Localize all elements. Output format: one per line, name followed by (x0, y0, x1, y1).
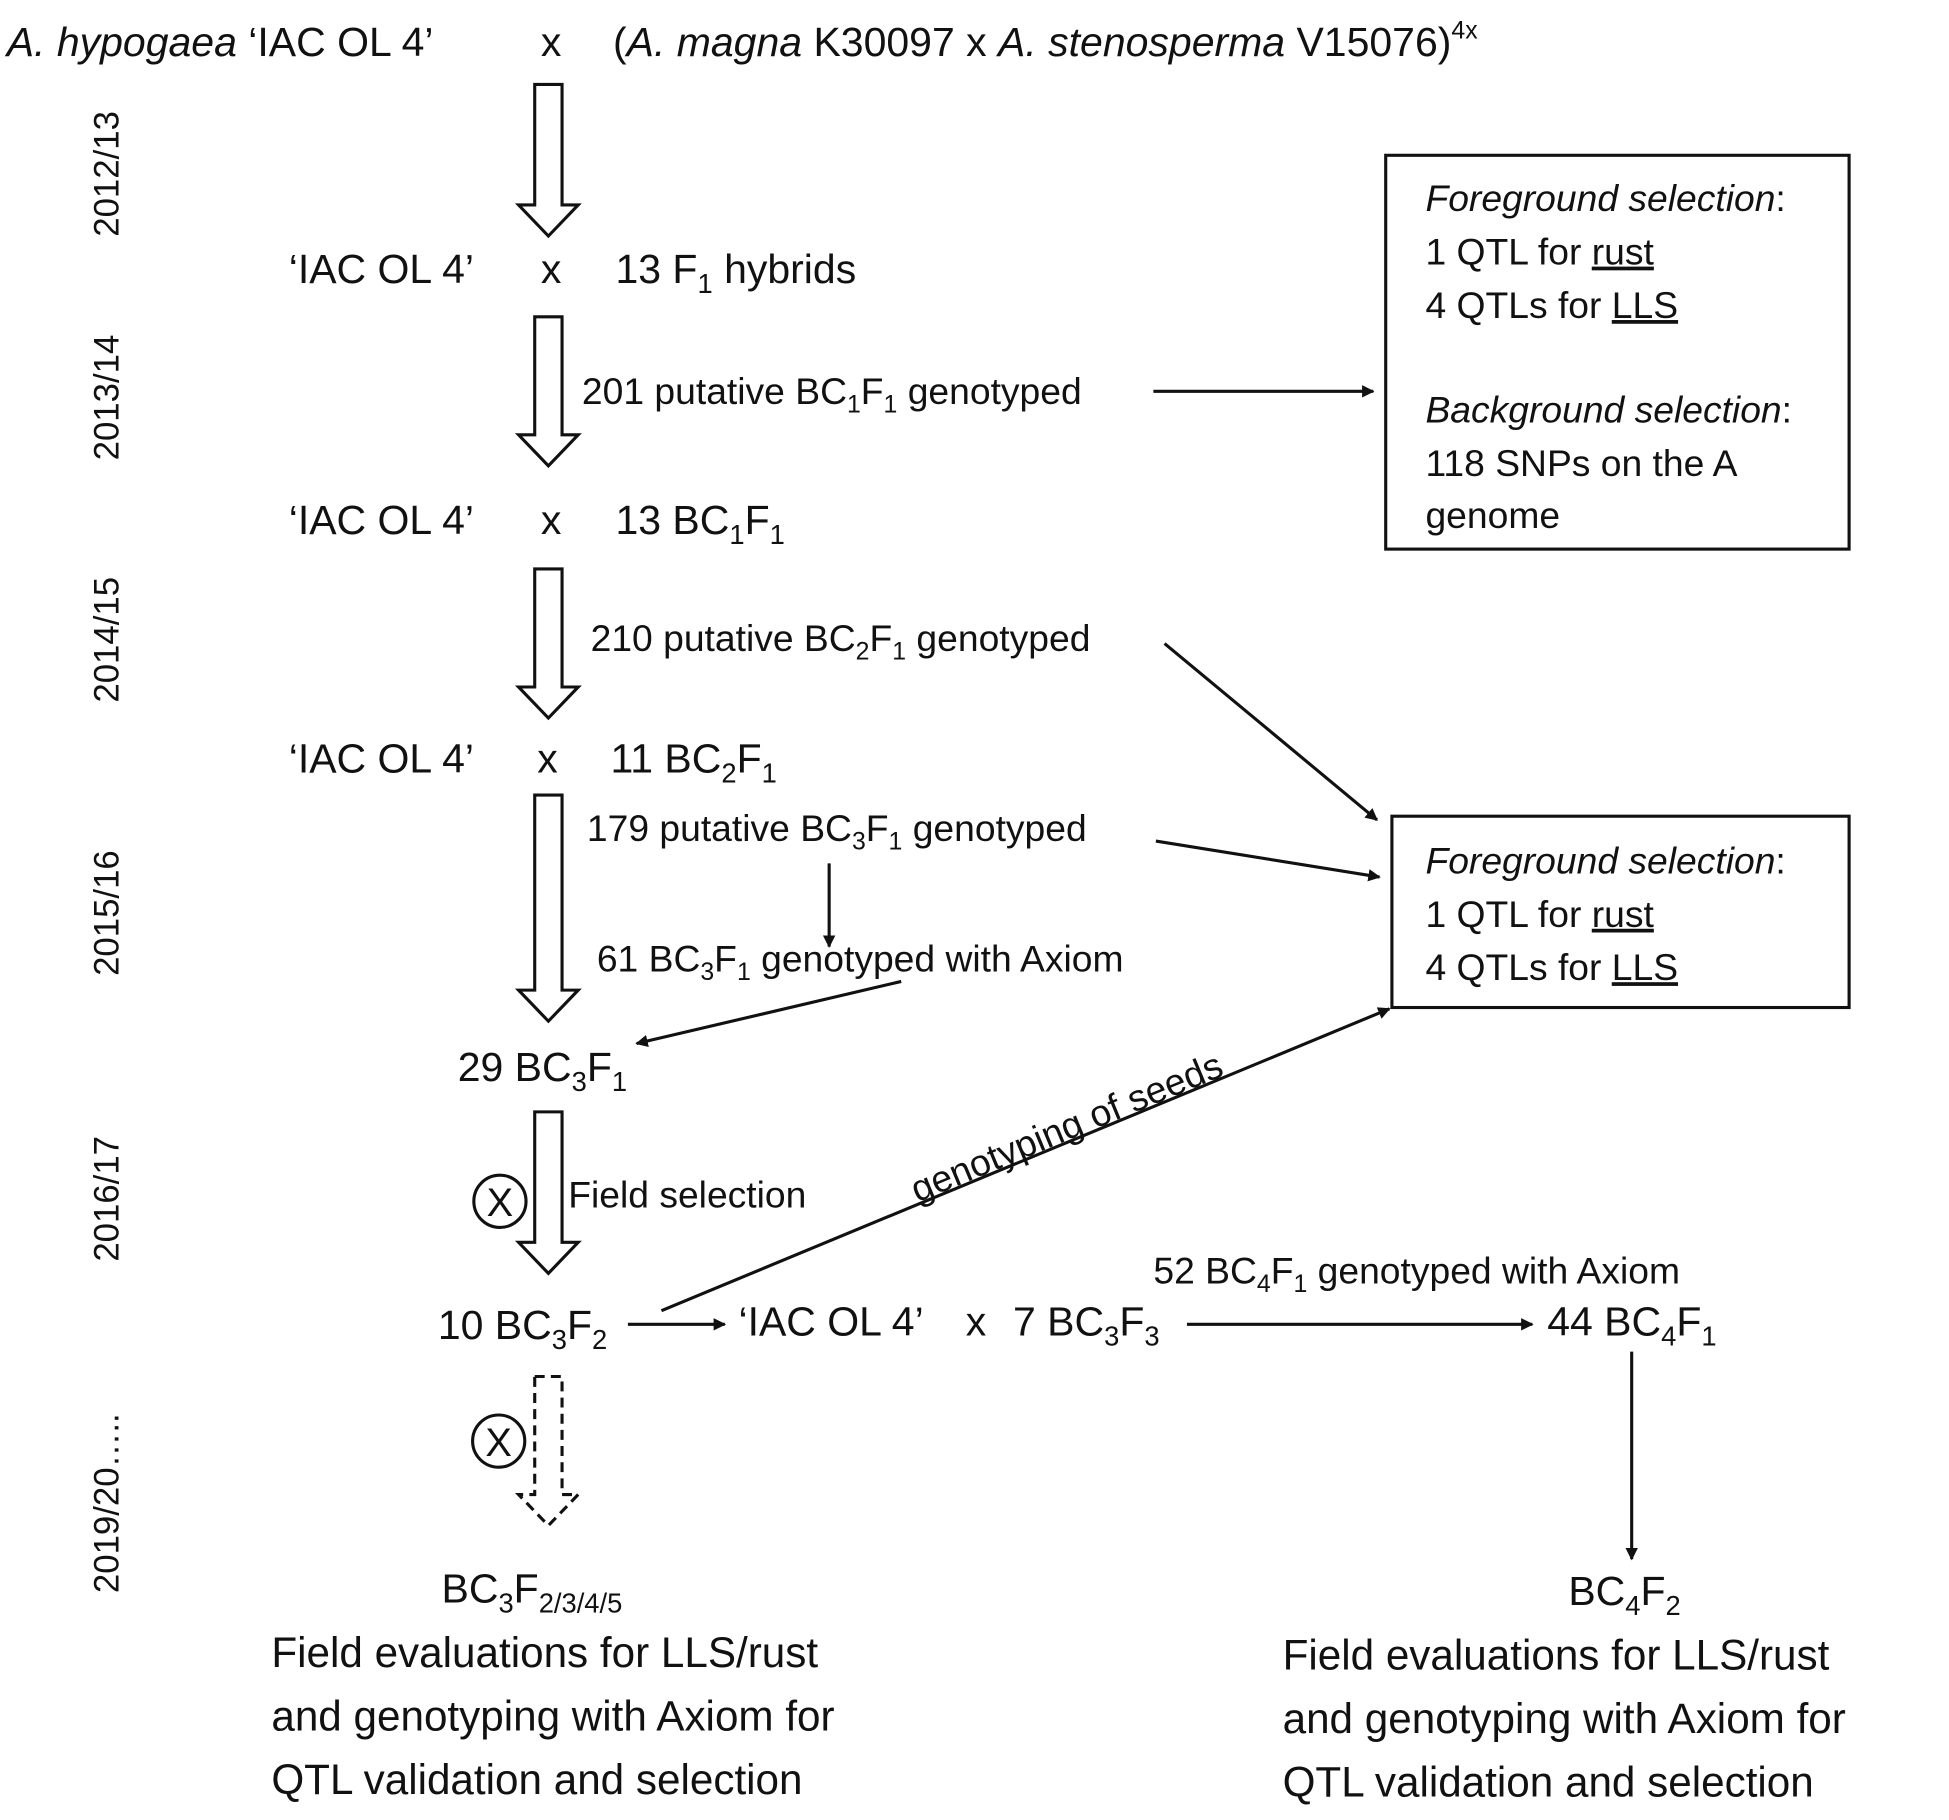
selfing-icon: X (472, 1173, 528, 1229)
svg-text:BC4F2: BC4F2 (1568, 1568, 1680, 1621)
hollow-arrow (514, 315, 582, 469)
svg-text:118 SNPs on the A: 118 SNPs on the A (1425, 442, 1737, 484)
outcome-right: BC4F2 Field evaluations for LLS/rust and… (1283, 1568, 1846, 1805)
selfing-icon: X (471, 1413, 527, 1469)
year-label: 2013/14 (89, 335, 127, 461)
axiom-label-2: 52 BC4F1 genotyped with Axiom (1153, 1249, 1680, 1298)
selection-box-2: Foreground selection: 1 QTL for rust 4 Q… (1390, 814, 1851, 1010)
genotyped-label-2: 210 putative BC2F1 genotyped (591, 617, 1091, 666)
selection-box-1: Foreground selection: 1 QTL for rust 4 Q… (1384, 153, 1851, 551)
svg-text:and genotyping with Axiom for: and genotyping with Axiom for (271, 1693, 834, 1740)
svg-text:Field evaluations for LLS/rust: Field evaluations for LLS/rust (1283, 1632, 1830, 1679)
year-label: 2016/17 (89, 1136, 127, 1262)
year-label: 2019/20….. (89, 1413, 127, 1593)
year-label: 2012/13 (89, 111, 127, 237)
svg-text:1 QTL for rust: 1 QTL for rust (1425, 893, 1654, 935)
hollow-arrow (514, 793, 582, 1024)
hollow-arrow (514, 567, 582, 721)
arrow (660, 1007, 1391, 1313)
svg-text:X: X (485, 1421, 512, 1465)
bc3f2-node: 10 BC3F2 (438, 1302, 607, 1355)
svg-text:QTL validation and selection: QTL validation and selection (271, 1756, 802, 1803)
cross-title: A. hypogaea ‘IAC OL 4’x(A. magna K30097 … (4, 18, 1478, 65)
genotyping-of-seeds-label: genotyping of seeds (904, 1044, 1228, 1210)
dashed-hollow-arrow (514, 1374, 582, 1528)
svg-text:1 QTL for rust: 1 QTL for rust (1425, 231, 1654, 273)
field-selection-label: Field selection (568, 1174, 806, 1216)
hollow-arrow (514, 1110, 582, 1276)
svg-text:X: X (487, 1181, 514, 1225)
bc3f1-node: 29 BC3F1 (458, 1044, 627, 1097)
year-label: 2014/15 (89, 577, 127, 703)
bc4f1-node: 44 BC4F1 (1547, 1298, 1716, 1351)
svg-text:genome: genome (1425, 494, 1560, 536)
svg-text:Foreground selection:: Foreground selection: (1425, 839, 1785, 881)
arrow (1155, 839, 1381, 882)
arrow (635, 979, 902, 1048)
svg-text:Field evaluations for LLS/rust: Field evaluations for LLS/rust (271, 1629, 818, 1676)
genotyped-label-1: 201 putative BC1F1 genotyped (582, 370, 1082, 419)
svg-text:4 QTLs for LLS: 4 QTLs for LLS (1425, 284, 1678, 326)
svg-text:and genotyping with Axiom for: and genotyping with Axiom for (1283, 1695, 1846, 1742)
genotyped-label-3: 179 putative BC3F1 genotyped (587, 807, 1087, 856)
year-label: 2015/16 (89, 850, 127, 976)
outcome-left: BC3F2/3/4/5 Field evaluations for LLS/ru… (271, 1566, 834, 1803)
hollow-arrow (514, 82, 582, 239)
svg-text:Background selection:: Background selection: (1425, 388, 1792, 430)
svg-text:4 QTLs for LLS: 4 QTLs for LLS (1425, 946, 1678, 988)
year-labels: 2012/13 2013/14 2014/15 2015/16 2016/17 … (89, 111, 127, 1593)
axiom-label-1: 61 BC3F1 genotyped with Axiom (597, 937, 1124, 986)
svg-text:QTL validation and selection: QTL validation and selection (1283, 1758, 1814, 1805)
arrow (1163, 642, 1379, 822)
svg-text:Foreground selection:: Foreground selection: (1425, 177, 1785, 219)
svg-text:BC3F2/3/4/5: BC3F2/3/4/5 (442, 1566, 623, 1619)
